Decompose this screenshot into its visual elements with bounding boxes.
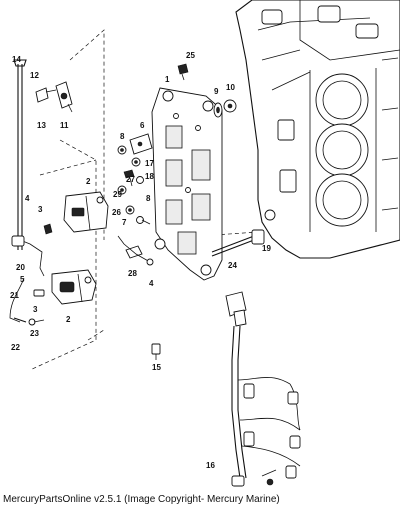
callout-1: 1 — [165, 75, 170, 84]
part-28-clip-and-part-4-cable — [117, 235, 154, 266]
callout-3-lower: 3 — [33, 305, 38, 314]
callout-11: 11 — [60, 121, 69, 130]
wiring-harness-part-16 — [225, 291, 301, 487]
callout-16: 16 — [206, 461, 215, 470]
callout-12: 12 — [30, 71, 39, 80]
callout-15: 15 — [152, 363, 161, 372]
callout-4-lower: 4 — [149, 279, 154, 288]
callout-7: 7 — [122, 218, 127, 227]
callout-22: 22 — [11, 343, 20, 352]
part-15-connector — [151, 343, 161, 360]
callout-23: 23 — [30, 329, 39, 338]
parts-11-12-13-fittings — [35, 81, 73, 113]
parts-22-23-fasteners — [13, 317, 45, 326]
callout-29: 29 — [113, 190, 122, 199]
callout-5: 5 — [20, 275, 25, 284]
callout-21: 21 — [10, 291, 19, 300]
callout-9: 9 — [214, 87, 219, 96]
engine-block-drawing — [235, 0, 400, 259]
callout-26: 26 — [112, 208, 121, 217]
callout-17: 17 — [145, 159, 154, 168]
callout-13: 13 — [37, 121, 46, 130]
callout-8-lower: 8 — [146, 194, 151, 203]
callout-3-upper: 3 — [38, 205, 43, 214]
callout-2-lower: 2 — [66, 315, 71, 324]
callout-27: 27 — [126, 175, 135, 184]
copyright-caption: MercuryPartsOnline v2.5.1 (Image Copyrig… — [3, 494, 280, 505]
callout-6: 6 — [140, 121, 145, 130]
bracket-part-6-and-fasteners — [117, 133, 153, 225]
part-25-fastener — [177, 63, 189, 81]
callout-18: 18 — [145, 172, 154, 181]
ignition-coil-upper-part-2 — [63, 191, 109, 233]
callout-25: 25 — [186, 51, 195, 60]
callout-24: 24 — [228, 261, 237, 270]
mounting-plate-part-1 — [151, 87, 223, 281]
ignition-coil-lower-part-2 — [51, 269, 97, 305]
callout-20: 20 — [16, 263, 25, 272]
part-callouts: 1 2 2 3 3 4 4 5 6 7 8 8 9 10 11 12 13 14… — [10, 51, 271, 470]
spark-plug-leads — [9, 59, 53, 323]
callout-8-upper: 8 — [120, 132, 125, 141]
callout-10: 10 — [226, 83, 235, 92]
callout-28: 28 — [128, 269, 137, 278]
exploded-parts-diagram: 1 2 2 3 3 4 4 5 6 7 8 8 9 10 11 12 13 14… — [9, 0, 400, 487]
callout-19: 19 — [262, 244, 271, 253]
dashed-leader-lines — [29, 29, 259, 371]
part-24-bolt-and-part-19 — [211, 229, 265, 257]
callout-14: 14 — [12, 55, 21, 64]
callout-4-upper: 4 — [25, 194, 30, 203]
parts-9-10-washer-nut — [213, 99, 237, 118]
callout-2-upper: 2 — [86, 177, 91, 186]
